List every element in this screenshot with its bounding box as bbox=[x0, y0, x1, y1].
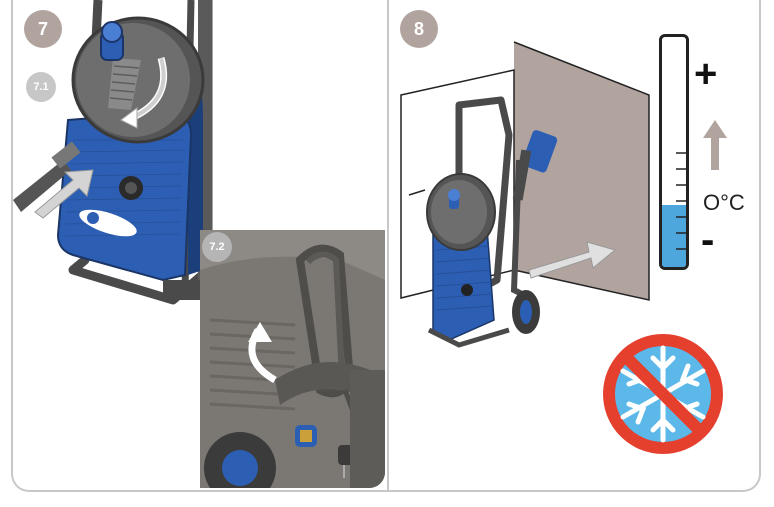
thermometer-fill bbox=[662, 204, 686, 267]
step7-2-number: 7.2 bbox=[209, 241, 225, 253]
step8-panel: 8 + - O°C bbox=[389, 0, 761, 490]
step8-number: 8 bbox=[413, 18, 424, 39]
thermometer-ticks bbox=[676, 152, 686, 250]
step7-1-badge: 7.1 bbox=[26, 72, 56, 102]
plus-sign: + bbox=[694, 52, 718, 96]
thermometer bbox=[659, 34, 689, 270]
no-frost-icon bbox=[603, 334, 723, 454]
panel-divider bbox=[387, 0, 389, 492]
zero-celsius-label: O°C bbox=[703, 190, 745, 215]
step7-2-badge: 7.2 bbox=[202, 232, 232, 262]
step7-2-photo: 7.2 bbox=[200, 230, 385, 488]
cord-wrap-illustration bbox=[200, 230, 385, 488]
step7-panel: 7 7.1 bbox=[13, 0, 387, 490]
step8-badge: 8 bbox=[400, 10, 438, 48]
step7-badge: 7 bbox=[24, 10, 62, 48]
step7-number: 7 bbox=[37, 18, 48, 39]
step7-illustration bbox=[13, 0, 213, 305]
step7-1-number: 7.1 bbox=[33, 81, 49, 93]
gray-arrow-icon bbox=[703, 120, 727, 170]
step8-illustration bbox=[400, 41, 650, 348]
minus-sign: - bbox=[701, 218, 715, 262]
